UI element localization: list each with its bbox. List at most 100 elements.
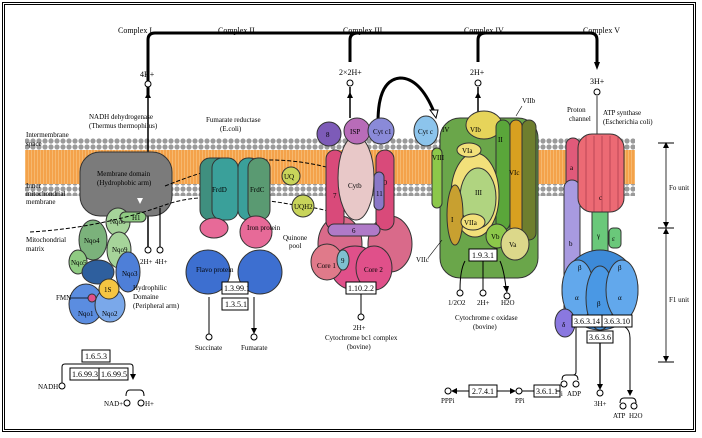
- svg-text:UQH2: UQH2: [294, 203, 313, 211]
- succinate-node: [205, 333, 213, 341]
- ec-3-6-3-14[interactable]: 3.6.3.14: [571, 314, 603, 328]
- ec-1-3-5-1[interactable]: 1.3.5.1: [221, 297, 249, 311]
- diagram-frame: [2, 2, 696, 432]
- ec-1-9-3-1[interactable]: 1.9.3.1: [468, 248, 498, 262]
- svg-text:Cyt c: Cyt c: [418, 128, 433, 136]
- complex-iii[interactable]: 2×2H+ 7 10 Cytb 11 6 8 ISP Cyt c1 Core 1…: [310, 68, 439, 351]
- label-space: space: [26, 140, 42, 148]
- subunit-nqo4: [78, 219, 108, 261]
- svg-text:1.6.5.3: 1.6.5.3: [85, 352, 107, 361]
- header-complex-i: Complex I: [118, 26, 152, 35]
- atp-label: ATP: [613, 412, 626, 420]
- complex-iii-proton-out: 2×2H+: [339, 68, 362, 77]
- fmn-cofactor: [87, 293, 97, 303]
- svg-text:β: β: [618, 264, 622, 272]
- complex-iii-organism: (bovine): [347, 343, 371, 351]
- svg-text:Vb: Vb: [491, 233, 500, 241]
- subunit-viib-label: VIIb: [522, 97, 536, 105]
- complex-iv-proton-out: 2H+: [470, 68, 485, 77]
- svg-text:1.10.2.2: 1.10.2.2: [348, 284, 374, 293]
- complex-iii-title: Cytochrome bc1 complex: [325, 334, 398, 342]
- svg-text:α: α: [575, 294, 579, 302]
- svg-text:1.3.5.1: 1.3.5.1: [225, 300, 247, 309]
- nadh-label: NADH: [38, 383, 58, 391]
- svg-text:Nqo3: Nqo3: [122, 270, 138, 278]
- svg-text:Core 2: Core 2: [364, 266, 383, 274]
- svg-text:β: β: [578, 264, 582, 272]
- svg-text:1.9.3.1: 1.9.3.1: [472, 251, 494, 260]
- complex-i-organism: (Thermus thermophilus): [89, 122, 158, 130]
- svg-text:FrdD: FrdD: [212, 186, 227, 194]
- ec-1-3-99-1[interactable]: 1.3.99.1: [221, 281, 250, 295]
- ec-1-10-2-2[interactable]: 1.10.2.2: [345, 281, 377, 295]
- ppi-chain[interactable]: 2.7.4.1 3.6.1.1 PPPi PPi: [441, 384, 561, 405]
- quinone-pool[interactable]: UQ UQH2 Quinone pool: [281, 166, 315, 250]
- ec-1-6-5-3[interactable]: 1.6.5.3: [81, 349, 111, 363]
- subunit-1s: [98, 278, 120, 300]
- svg-text:3.6.3.6: 3.6.3.6: [589, 333, 611, 342]
- svg-text:Nqo5: Nqo5: [71, 259, 87, 267]
- svg-text:Nqo6: Nqo6: [110, 218, 126, 226]
- ec-2-7-4-1[interactable]: 2.7.4.1: [468, 384, 498, 398]
- label-inner: Inner: [26, 182, 41, 190]
- label-mitochondrial: mitochondrial: [26, 190, 65, 198]
- complex-iv[interactable]: 2H+ VIb VIII IV II VIc III VIa I VIIa Vb…: [416, 68, 539, 331]
- subunit-cytb: [337, 135, 375, 221]
- ec-3-6-3-10[interactable]: 3.6.3.10: [601, 314, 633, 328]
- adp-node: [572, 380, 580, 388]
- header-complex-iv: Complex IV: [464, 26, 504, 35]
- h-label: H+: [145, 400, 154, 408]
- membrane-domain-sublabel: (Hydrophobic arm): [97, 179, 152, 187]
- ec-1-6-99-5[interactable]: 1.6.99.5: [98, 367, 129, 381]
- complex-ii[interactable]: Fumarate reductase (E.coli) FrdD FrdC Ir…: [185, 116, 283, 352]
- svg-text:6: 6: [352, 227, 356, 235]
- ppi-node: [515, 387, 523, 395]
- svg-text:VIa: VIa: [462, 147, 473, 155]
- svg-text:Cytb: Cytb: [348, 182, 362, 190]
- svg-text:Nqo9: Nqo9: [112, 246, 128, 254]
- succinate-label: Succinate: [195, 344, 222, 352]
- subunit-iron-protein: [239, 215, 273, 249]
- complex-v-title: ATP synthase: [603, 109, 641, 117]
- svg-text:8: 8: [326, 131, 330, 139]
- svg-text:I: I: [451, 216, 454, 224]
- water-label: H2O: [501, 299, 515, 307]
- label-intermembrane: Intermembrane: [26, 131, 69, 139]
- fo-f1-scale: Fo unit F1 unit: [658, 142, 689, 363]
- uqh2: [291, 194, 315, 218]
- proton-channel-label: Proton: [567, 106, 586, 114]
- subunit-nqo3: [115, 251, 141, 293]
- complex-i-title: NADH dehydrogenase: [89, 113, 153, 121]
- complex-v-organism: (Escherichia coli): [603, 118, 653, 126]
- svg-text:VIII: VIII: [432, 154, 445, 162]
- complex-ii-title: Fumarate reductase: [206, 116, 261, 124]
- cytochrome-c[interactable]: Cyt c: [413, 115, 439, 147]
- pppi-label: PPPi: [441, 397, 455, 405]
- header-complex-iii: Complex III: [343, 26, 383, 35]
- svg-text:VIIa: VIIa: [464, 219, 478, 227]
- svg-text:δ: δ: [562, 321, 566, 329]
- svg-text:1.6.99.5: 1.6.99.5: [101, 370, 127, 379]
- arrow-head: [594, 62, 600, 70]
- proton-node: [144, 80, 152, 88]
- svg-text:1S: 1S: [104, 286, 112, 294]
- membrane-domain-label: Membrane domain: [97, 170, 151, 178]
- label-membrane: membrane: [26, 198, 56, 206]
- ec-1-6-99-3[interactable]: 1.6.99.3: [69, 367, 100, 381]
- svg-text:b: b: [569, 240, 573, 248]
- subunit-flavo-protein: [185, 249, 231, 295]
- complex-iv-title: Cytochrome c oxidase: [455, 314, 518, 322]
- complex-ii-organism: (E.coli): [220, 125, 242, 133]
- complex-i-proton-out: 4H+: [140, 70, 155, 79]
- nad-label: NAD+: [104, 400, 123, 408]
- svg-text:β: β: [597, 300, 601, 308]
- ec-3-6-3-6[interactable]: 3.6.3.6: [586, 330, 614, 344]
- svg-text:III: III: [475, 189, 483, 197]
- complex-v[interactable]: 3H+ Proton channel ATP synthase (Escheri…: [554, 77, 689, 420]
- svg-text:H1: H1: [132, 214, 141, 222]
- complex-i[interactable]: NADH dehydrogenase (Thermus thermophilus…: [38, 70, 180, 408]
- channel-label: channel: [569, 115, 591, 123]
- h2o-node: [630, 402, 638, 410]
- label-mitochondrial-matrix: Mitochondrial: [26, 236, 66, 244]
